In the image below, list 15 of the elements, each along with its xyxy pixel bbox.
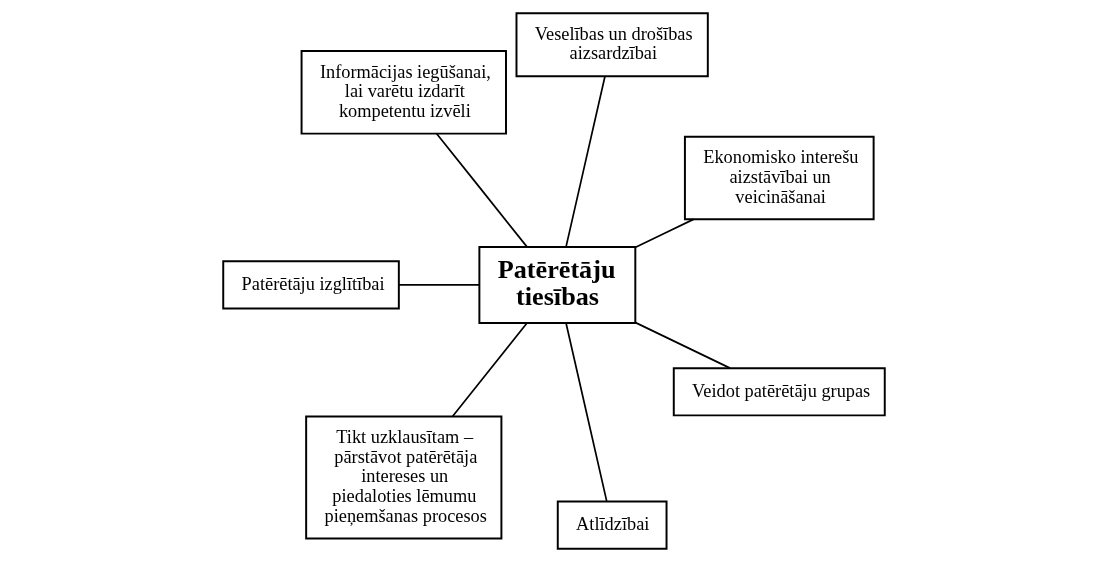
connector (435, 132, 528, 248)
connector (564, 322, 608, 503)
node-box: Atlīdzībai (556, 500, 667, 550)
node-box: Ekonomisko interešu aizstāvībai un veicināšanai (683, 135, 875, 221)
node-box: Veselības un drošības aizsardzībai (515, 12, 709, 78)
node-box: Informācijas iegūšanai, lai varētu izdarīt kompetentu izvēli (300, 50, 507, 135)
connector (397, 284, 480, 286)
node-box: Tikt uzklausītam – pārstāvot patērētāja intereses un piedaloties lēmumu pieņemšanas procesos (304, 415, 502, 540)
node-box: Patērētāju izglītībai (221, 260, 400, 310)
connector (634, 218, 694, 249)
connector (451, 322, 528, 418)
connector (634, 321, 731, 369)
node-box: Patērētāju tiesības (477, 245, 636, 324)
node-box: Veidot patērētāju grupas (672, 367, 886, 417)
connector (564, 75, 606, 248)
